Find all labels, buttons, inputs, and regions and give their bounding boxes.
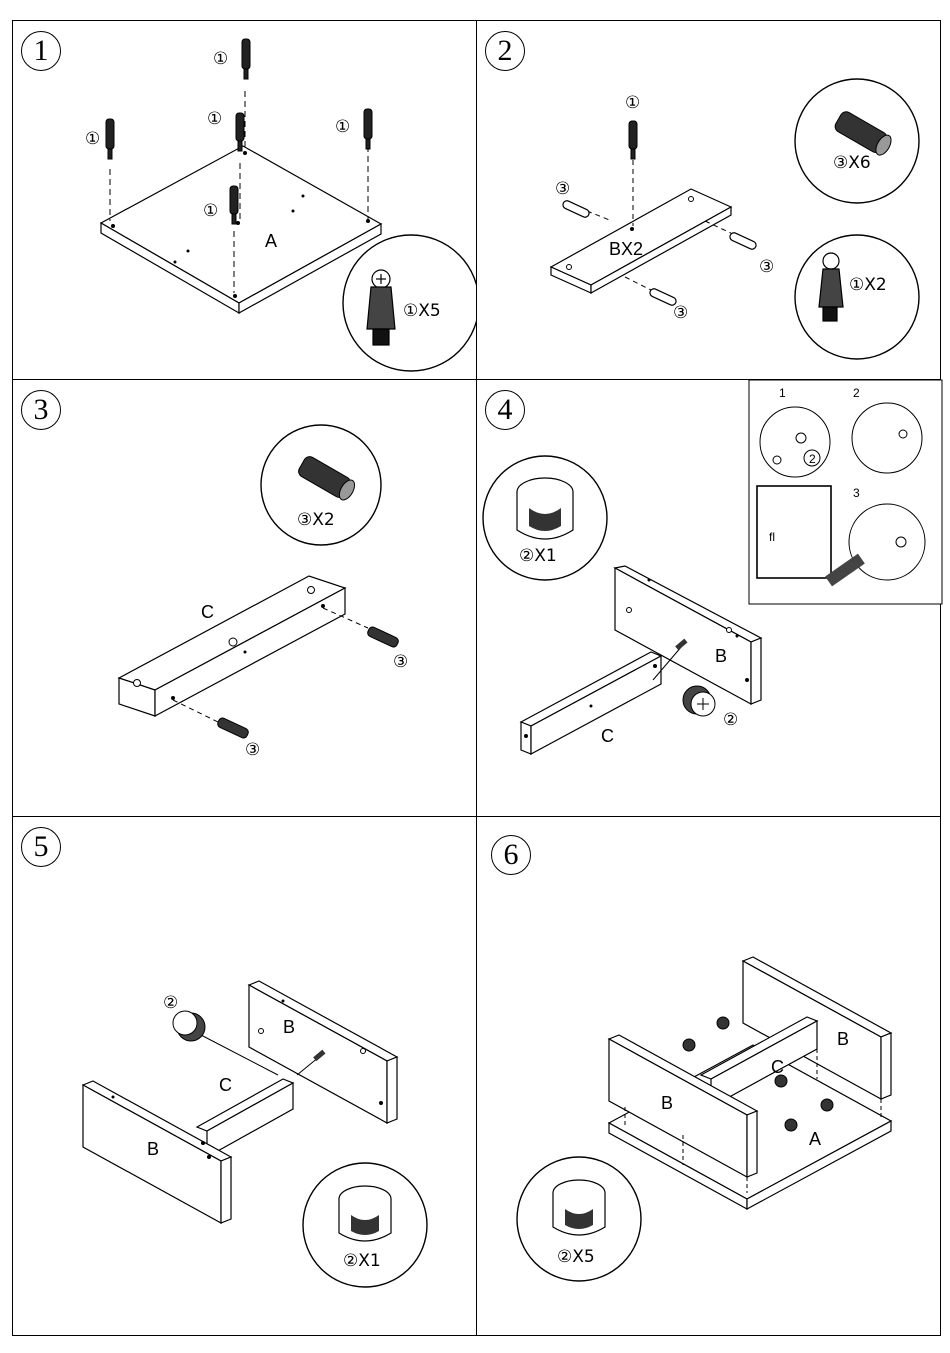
step-5-panel: 5 ② B C B ②X1 <box>12 816 477 1336</box>
callout-dowel: ③ <box>673 303 688 323</box>
callout-dowel: ③ <box>555 179 570 199</box>
panel-label-C: C <box>771 1057 784 1078</box>
callout-dowel: ③ <box>245 740 260 760</box>
panel-label-A: A <box>809 1129 821 1150</box>
step-2-drawing <box>477 21 942 381</box>
callout-cam: ② <box>723 710 738 730</box>
panel-label-B: B <box>715 646 727 667</box>
step-6-drawing <box>477 817 942 1337</box>
panel-label-B-front: B <box>147 1139 159 1160</box>
inset-note: fl <box>769 530 775 544</box>
callout-dowel: ③ <box>759 257 774 277</box>
callout-dowel: ③ <box>393 652 408 672</box>
panel-label-B-front: B <box>661 1093 673 1114</box>
panel-label-B-back: B <box>283 1017 295 1038</box>
inset-callout-2: 2 <box>809 452 816 466</box>
quantity-label: ③X2 <box>297 510 335 530</box>
callout-stud: ① <box>207 109 222 129</box>
callout-stud: ① <box>85 129 100 149</box>
panel-label-A: A <box>265 231 277 252</box>
panel-label-C: C <box>601 726 614 747</box>
inset-step-2: 2 <box>853 386 860 400</box>
quantity-label: ②X1 <box>519 546 557 566</box>
step-5-drawing <box>13 817 478 1337</box>
quantity-label-stud: ①X2 <box>849 275 887 295</box>
inset-step-1: 1 <box>779 386 786 400</box>
callout-stud: ① <box>213 49 228 69</box>
callout-stud: ① <box>203 201 218 221</box>
quantity-label-dowel: ③X6 <box>833 153 871 173</box>
step-2-panel: 2 <box>476 20 941 380</box>
step-1-drawing <box>13 21 478 381</box>
callout-stud: ① <box>335 117 350 137</box>
panel-label-C: C <box>219 1075 232 1096</box>
quantity-label: ②X5 <box>557 1247 595 1267</box>
step-3-panel: 3 C ③ ③ ③X2 <box>12 379 477 817</box>
step-1-panel: 1 ① ① <box>12 20 477 380</box>
panel-label-B-back: B <box>837 1029 849 1050</box>
quantity-label: ①X5 <box>403 301 441 321</box>
inset-step-3: 3 <box>853 486 860 500</box>
callout-cam: ② <box>163 993 178 1013</box>
panel-label-B: BX2 <box>609 239 643 260</box>
step-4-drawing <box>477 380 942 818</box>
callout-stud: ① <box>625 93 640 113</box>
step-6-panel: 6 A B C B ②X5 <box>476 816 941 1336</box>
panel-label-C: C <box>201 602 214 623</box>
step-4-panel: 4 B C ② ②X1 1 2 3 <box>476 379 941 817</box>
quantity-label: ②X1 <box>343 1251 381 1271</box>
